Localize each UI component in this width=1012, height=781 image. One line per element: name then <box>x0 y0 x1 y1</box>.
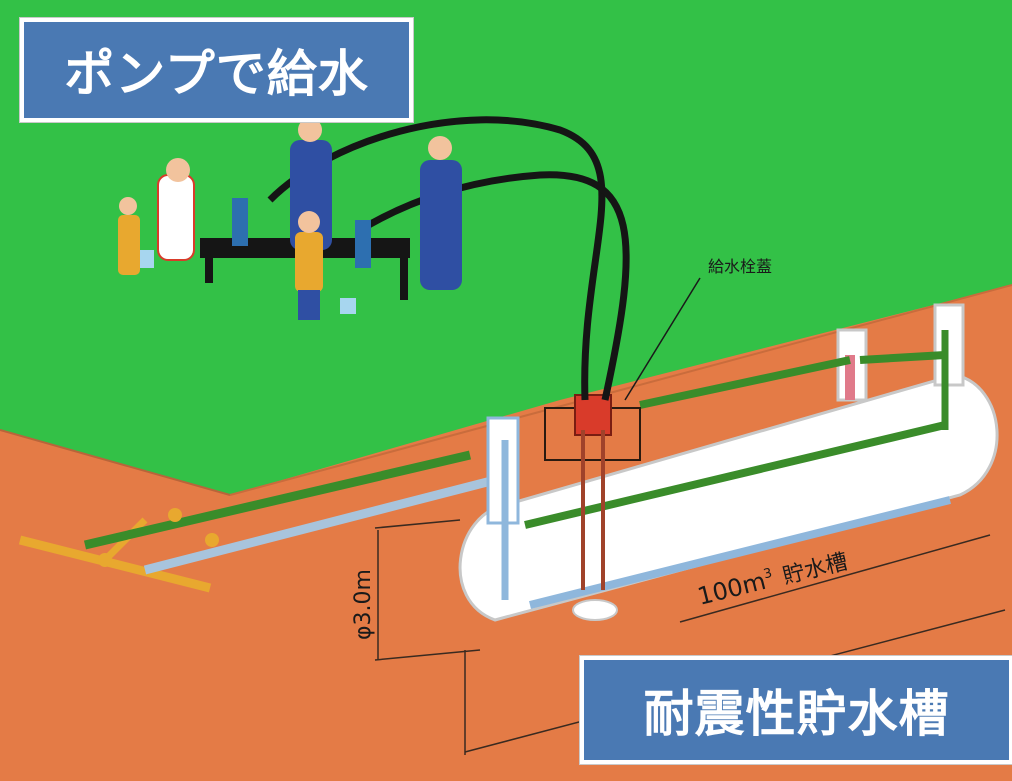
storage-tank <box>458 303 999 622</box>
suction-hoses <box>267 116 630 401</box>
tank-volume-superscript: 3 <box>762 566 774 583</box>
people-group <box>118 118 462 320</box>
ground-edge <box>0 429 231 496</box>
pump-supply-title: ポンプで給水 <box>20 18 413 122</box>
hatch-leader-line <box>624 277 701 401</box>
ground-edge-right <box>229 284 1012 496</box>
hatch-label: 給水栓蓋 <box>708 257 772 276</box>
diameter-label: φ3.0m <box>351 569 376 640</box>
tank-title: 耐震性貯水槽 <box>580 656 1012 764</box>
buried-pipes <box>18 450 497 593</box>
